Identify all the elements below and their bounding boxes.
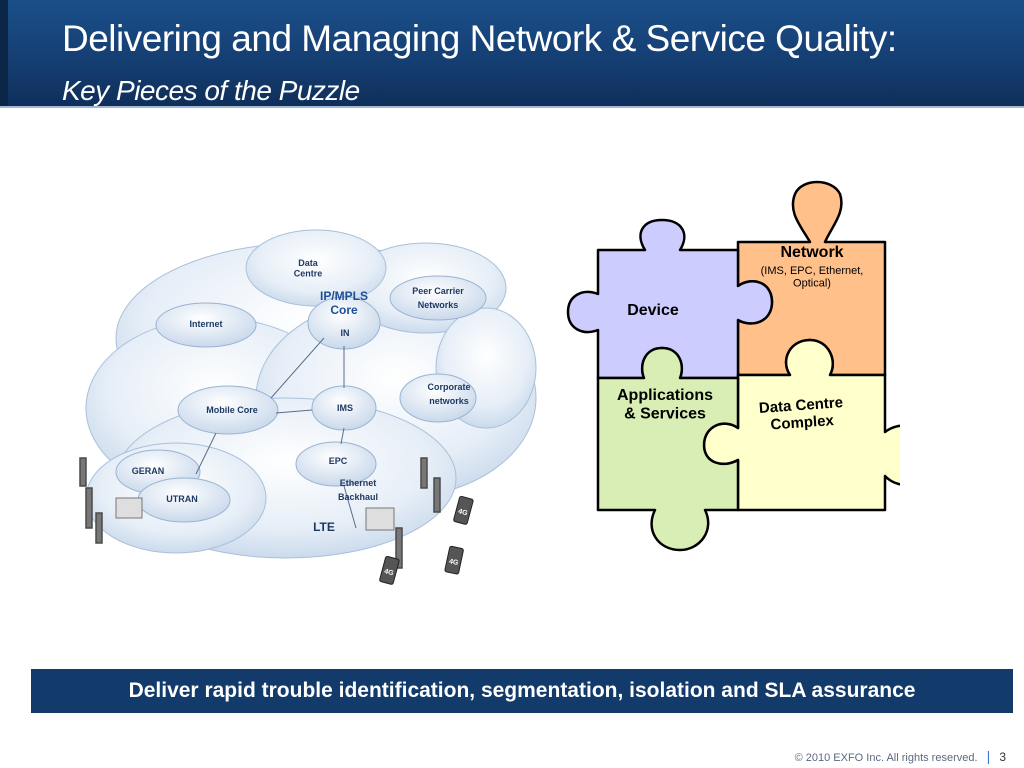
tower-icons — [79, 457, 441, 569]
header-accent-band — [0, 0, 8, 106]
network-piece-title: Network — [780, 244, 843, 261]
cabinet-icons — [115, 497, 395, 531]
datacentre-piece-label: Data CentreComplex — [758, 394, 844, 434]
label-mobile-core: Mobile Core — [206, 405, 258, 415]
applications-piece-label: Applications& Services — [617, 387, 713, 422]
label-epc: EPC — [329, 456, 348, 466]
label-lte: LTE — [313, 520, 335, 534]
slide-subtitle: Key Pieces of the Puzzle — [62, 75, 360, 106]
puzzle-labels: Network (IMS, EPC, Ethernet,Optical) Dev… — [617, 244, 864, 434]
key-message-banner: Deliver rapid trouble identification, se… — [31, 669, 1013, 713]
footer-separator: | — [986, 748, 991, 764]
slide-footer: © 2010 EXFO Inc. All rights reserved. | … — [795, 748, 1006, 764]
puzzle-piece-applications — [596, 346, 740, 552]
puzzle-diagram: Network (IMS, EPC, Ethernet,Optical) Dev… — [566, 180, 900, 552]
network-piece-detail: (IMS, EPC, Ethernet,Optical) — [761, 265, 864, 290]
handset-2-badge: 4G — [448, 558, 459, 567]
label-utran: UTRAN — [166, 494, 198, 504]
sub-clouds — [115, 275, 487, 523]
handset-2: 4G — [444, 545, 464, 575]
page-number: 3 — [999, 750, 1006, 764]
handset-icons: 4G 4G 4G — [379, 495, 474, 585]
label-ims: IMS — [337, 403, 353, 413]
handset-3-badge: 4G — [383, 568, 394, 577]
handset-3: 4G — [379, 555, 400, 585]
device-piece-label: Device — [627, 302, 679, 319]
slide-title: Delivering and Managing Network & Servic… — [62, 18, 897, 59]
copyright-text: © 2010 EXFO Inc. All rights reserved. — [794, 752, 978, 764]
label-internet: Internet — [189, 319, 222, 329]
label-geran: GERAN — [132, 466, 165, 476]
network-links — [195, 337, 357, 529]
header-divider — [0, 106, 1024, 108]
handset-1: 4G — [453, 495, 474, 525]
handset-1-badge: 4G — [457, 508, 468, 517]
title-header: Delivering and Managing Network & Servic… — [0, 0, 1024, 106]
label-in: IN — [341, 328, 350, 338]
